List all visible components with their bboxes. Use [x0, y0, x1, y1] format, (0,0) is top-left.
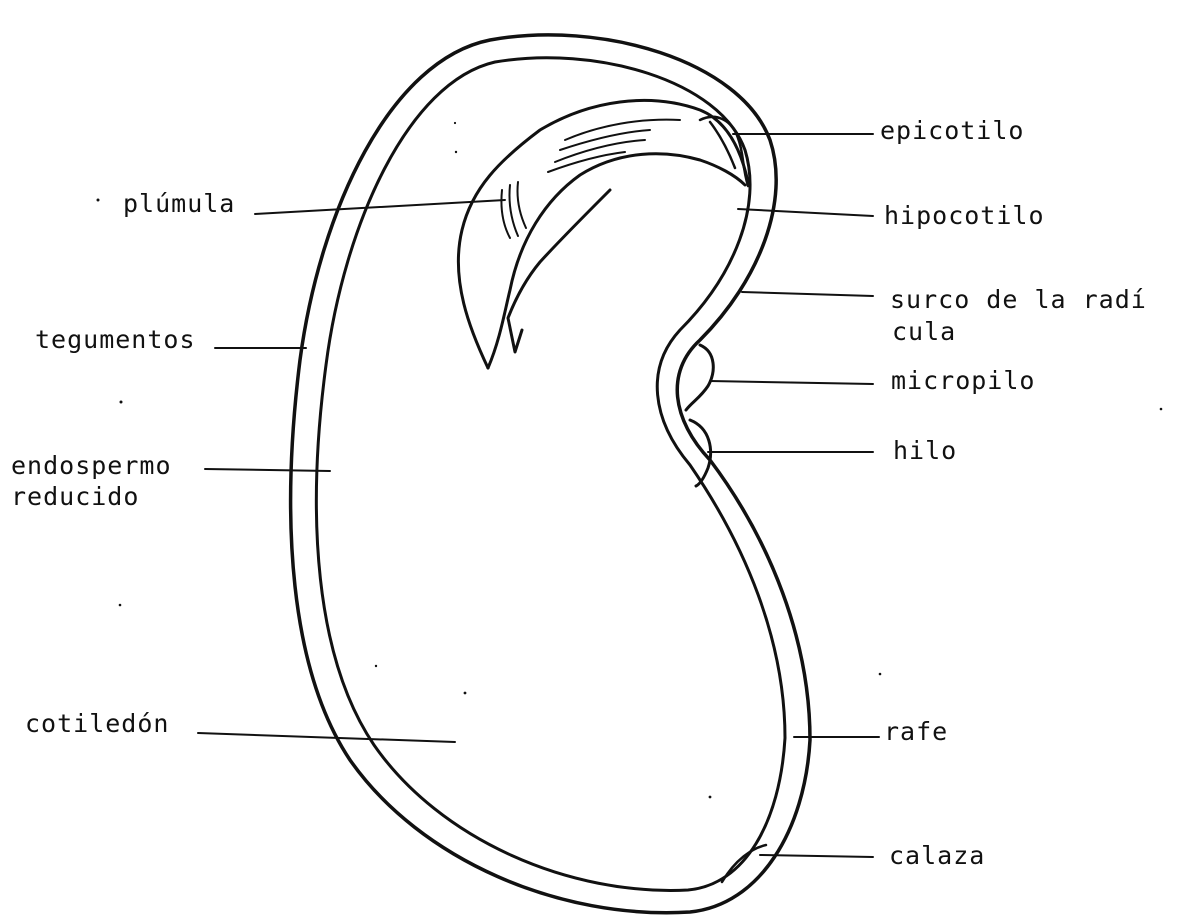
leader-cotiledon [198, 733, 455, 742]
leader-endospermo [205, 469, 330, 471]
seed-outer-outline [291, 35, 810, 913]
micropilo-bump [686, 345, 713, 410]
hilo-bump [690, 420, 711, 486]
label-plumula: plúmula [123, 188, 235, 220]
leader-calaza [760, 855, 873, 857]
leader-lines [198, 134, 879, 857]
label-calaza: calaza [889, 840, 985, 872]
leader-hipocotilo [738, 209, 873, 216]
seed-inner-outline [316, 58, 785, 891]
label-endospermo-line1: endospermo [11, 450, 172, 482]
label-hilo: hilo [893, 435, 957, 467]
label-surco-line2: cula [892, 316, 956, 348]
radicle-tip [508, 190, 610, 352]
label-tegumentos: tegumentos [35, 324, 196, 356]
label-surco-line1: surco de la radí [890, 284, 1147, 316]
label-hipocotilo: hipocotilo [884, 200, 1045, 232]
leader-surco [742, 292, 873, 296]
label-micropilo: micropilo [891, 365, 1035, 397]
label-cotiledon: cotiledón [25, 708, 169, 740]
label-endospermo-line2: reducido [11, 481, 139, 513]
leader-micropilo [710, 381, 873, 384]
label-epicotilo: epicotilo [880, 115, 1024, 147]
label-rafe: rafe [884, 716, 948, 748]
